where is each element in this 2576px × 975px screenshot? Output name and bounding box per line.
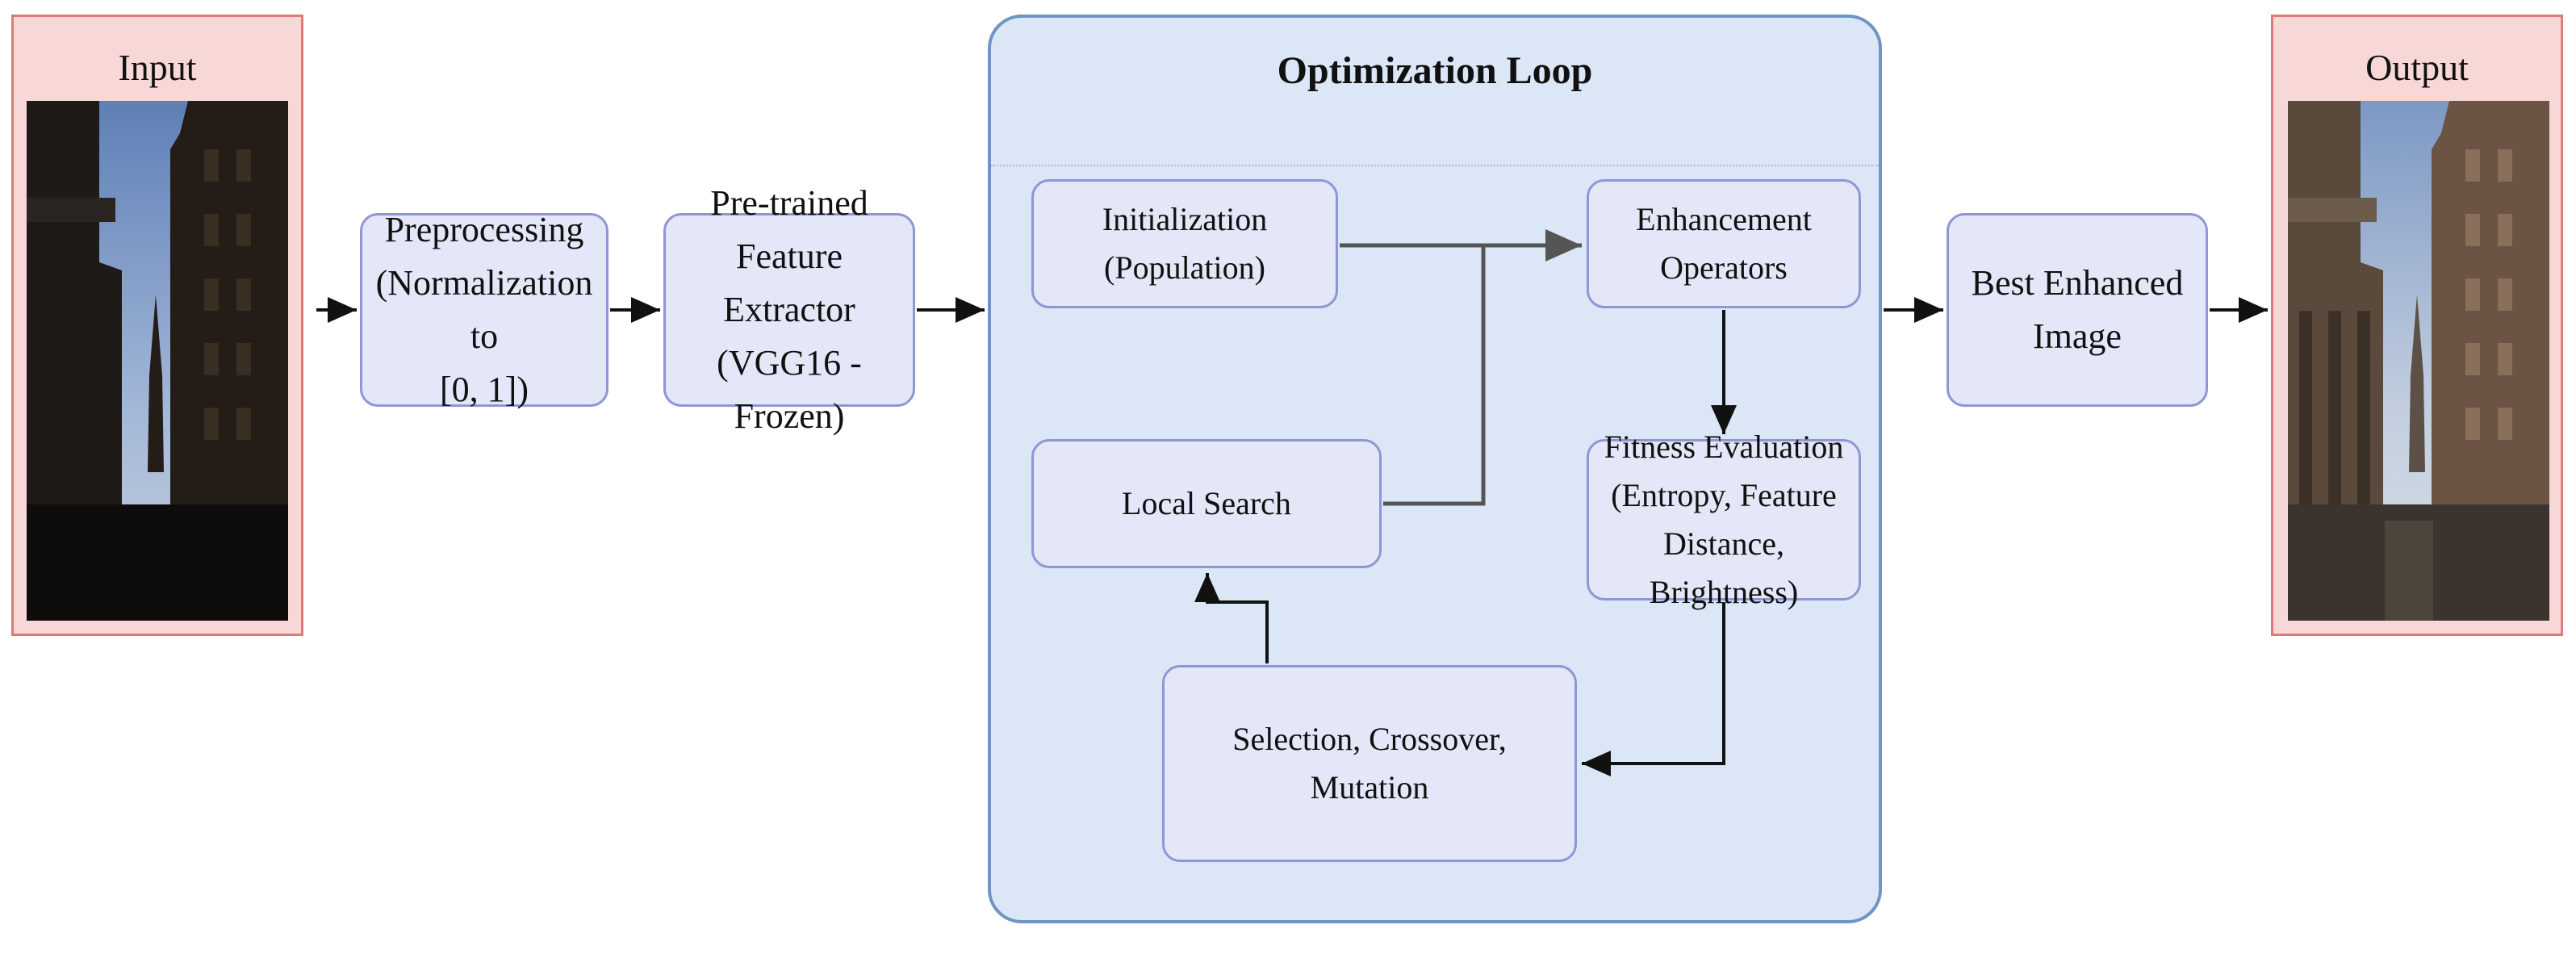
preprocessing-node: Preprocessing (Normalization to [0, 1]) [360, 210, 608, 409]
initialization-node: Initialization (Population) [1031, 179, 1338, 308]
input-image [27, 101, 288, 621]
output-panel: Output [2271, 15, 2563, 636]
input-title: Input [118, 47, 197, 88]
arrow-selection-to-local-search [1194, 573, 1269, 663]
preprocessing-line-3: [0, 1]) [440, 370, 529, 409]
feature-extractor-node: Pre-trained Feature Extractor (VGG16 - F… [663, 183, 915, 436]
input-panel: Input [11, 15, 303, 636]
local-search-label: Local Search [1122, 485, 1291, 521]
arrow-local-search-to-enhancement [1383, 245, 1486, 506]
best-image-line-2: Image [2033, 316, 2122, 356]
preprocessing-line-2: (Normalization to [375, 263, 593, 356]
output-image [2288, 101, 2549, 621]
feature-extractor-line-3: (VGG16 - Frozen) [717, 343, 862, 436]
best-enhanced-image-node: Best Enhanced Image [1947, 213, 2208, 407]
fitness-line-2: (Entropy, Feature [1611, 477, 1837, 513]
selection-crossover-mutation-node: Selection, Crossover, Mutation [1162, 665, 1577, 862]
feature-extractor-line-2: Extractor [723, 290, 855, 329]
loop-divider [991, 165, 1879, 166]
preprocessing-line-1: Preprocessing [384, 210, 584, 249]
enhancement-operators-node: Enhancement Operators [1587, 179, 1861, 308]
initialization-label: Initialization (Population) [1102, 201, 1268, 286]
output-title: Output [2365, 47, 2469, 88]
optimization-loop-title: Optimization Loop [1277, 49, 1593, 92]
selection-label: Selection, Crossover, Mutation [1232, 721, 1507, 806]
feature-extractor-line-1: Pre-trained Feature [710, 183, 868, 276]
local-search-node: Local Search [1031, 439, 1382, 568]
best-image-line-1: Best Enhanced [1971, 263, 2184, 303]
enhancement-operators-label: Enhancement Operators [1636, 201, 1812, 286]
arrow-fitness-to-selection [1582, 602, 1725, 776]
fitness-evaluation-node: Fitness Evaluation (Entropy, Feature Dis… [1587, 429, 1861, 610]
fitness-line-1: Fitness Evaluation [1604, 429, 1844, 465]
